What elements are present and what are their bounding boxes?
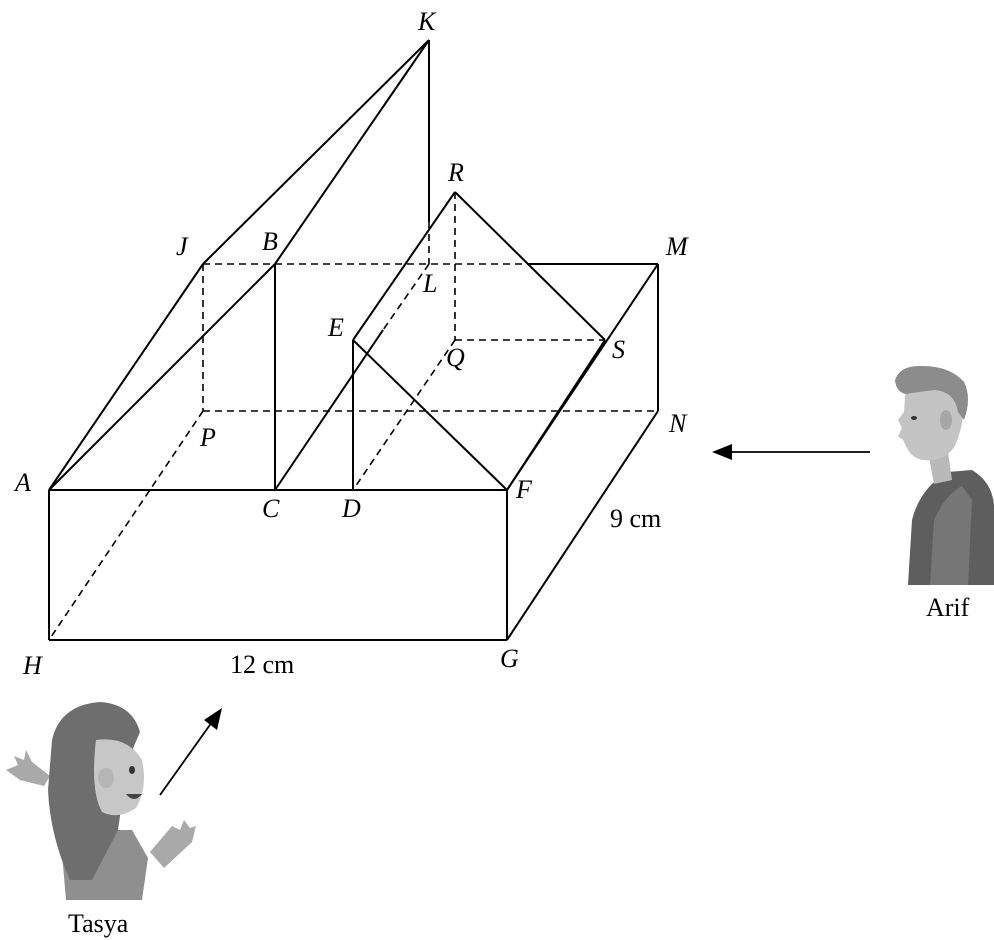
edge-JK [202,39,430,265]
label-N: N [668,409,688,438]
tasya-view-arrow [159,708,222,796]
dimension-labels: 12 cm 9 cm [230,504,661,679]
edge-QD [352,339,456,491]
label-D: D [341,494,361,523]
label-A: A [13,468,31,497]
edge-SF [506,339,606,491]
label-Q: Q [446,343,465,372]
label-S: S [612,335,625,364]
label-R: R [447,158,464,187]
arif-figure [895,365,994,585]
tasya-figure [6,702,196,900]
label-J: J [176,232,189,261]
dimension-length: 12 cm [230,650,294,679]
edge-EF [352,339,508,491]
label-H: H [22,651,43,680]
hidden-edges [48,192,658,641]
label-L: L [422,269,437,298]
label-E: E [327,313,344,342]
label-C: C [262,494,280,523]
label-K: K [417,7,437,36]
edge-ER [352,191,456,341]
vertex-labels: K R J B M L E Q S N P A C D F H G [13,7,689,680]
edge-C-up [274,329,384,491]
edge-NG [506,410,659,641]
edge-RS [454,191,606,341]
tasya-name: Tasya [68,909,129,938]
label-B: B [262,227,278,256]
arif-name: Arif [926,593,970,622]
edge-LC [382,263,430,331]
edge-PH [48,410,204,641]
edge-AJ [48,263,204,491]
label-G: G [500,644,519,673]
dimension-width: 9 cm [610,504,661,533]
arif-view-arrow [712,444,870,460]
edge-AB [48,263,276,491]
visible-edges [48,39,659,641]
edge-BK [274,39,430,265]
label-M: M [665,232,689,261]
label-P: P [199,423,216,452]
label-F: F [515,475,533,504]
